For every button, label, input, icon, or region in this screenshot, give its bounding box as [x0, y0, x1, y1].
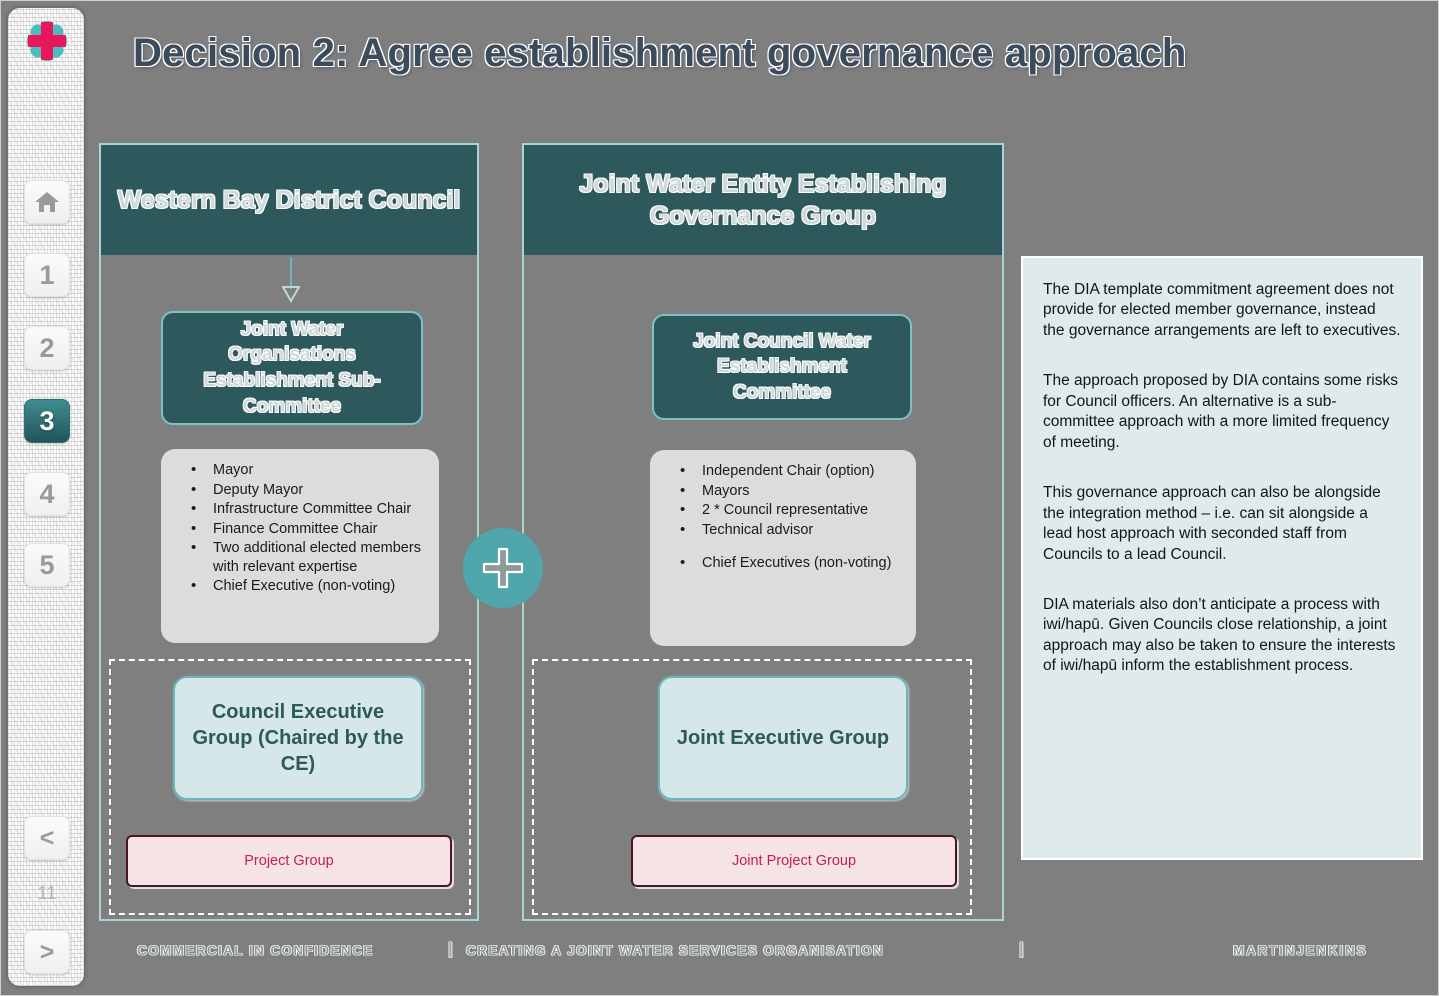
chevron-right-icon: > [39, 937, 55, 966]
sidebar-item-page-3[interactable]: 3 [24, 399, 70, 443]
membership-list-left: Mayor Deputy Mayor Infrastructure Commit… [161, 449, 439, 643]
dashed-boundary-left [109, 659, 471, 915]
note-paragraph: The DIA template commitment agreement do… [1043, 281, 1401, 339]
card-joint-project-group: Joint Project Group [631, 835, 957, 887]
card-project-group: Project Group [126, 835, 452, 887]
list-item: Independent Chair (option) [660, 461, 902, 481]
list-item: 2 * Council representative [660, 500, 902, 520]
footer-brand: MARTINJENKINS [1233, 943, 1368, 958]
footer-separator: | [1019, 939, 1024, 958]
sidebar-item-page-1[interactable]: 1 [24, 253, 70, 297]
sidebar-page-label: 4 [39, 478, 55, 509]
sidebar-item-page-2[interactable]: 2 [24, 326, 70, 370]
page-count-indicator: 11 [37, 883, 57, 903]
martinjenkins-asterisk-logo [27, 21, 67, 61]
previous-page-button[interactable]: < [24, 816, 70, 860]
card-title: Project Group [244, 853, 334, 869]
list-item: Chief Executive (non-voting) [171, 576, 425, 596]
navigation-sidebar: 1 2 3 4 5 < 11 > [8, 8, 84, 986]
dashed-boundary-right [532, 659, 972, 915]
sidebar-page-label: 5 [39, 549, 55, 580]
note-paragraph: This governance approach can also be alo… [1043, 484, 1381, 563]
home-icon [35, 192, 59, 212]
list-item: Chief Executives (non-voting) [660, 553, 902, 573]
plus-connector [463, 528, 543, 608]
footer-confidentiality: COMMERCIAL IN CONFIDENCE [137, 943, 374, 958]
list-item: Mayor [171, 460, 425, 480]
list-spacer [660, 540, 902, 553]
column-header-label: Western Bay District Council [117, 186, 461, 214]
footer-separator: | [448, 939, 453, 958]
sidebar-item-page-5[interactable]: 5 [24, 543, 70, 587]
card-joint-executive-group: Joint Executive Group [658, 676, 908, 800]
page-title: Decision 2: Agree establishment governan… [133, 31, 1187, 75]
list-item: Two additional elected members with rele… [171, 538, 425, 576]
list-item: Mayors [660, 481, 902, 501]
chevron-left-icon: < [39, 823, 55, 852]
membership-list-right: Independent Chair (option) Mayors 2 * Co… [650, 450, 916, 646]
card-title: Joint Water Organisations Establishment … [203, 318, 381, 417]
notes-panel: The DIA template commitment agreement do… [1021, 256, 1423, 860]
down-arrow-icon [282, 257, 300, 303]
list-item: Infrastructure Committee Chair [171, 499, 425, 519]
sidebar-item-home[interactable] [24, 180, 70, 224]
list-item: Finance Committee Chair [171, 519, 425, 539]
card-council-executive-group: Council Executive Group (Chaired by the … [173, 676, 423, 800]
sidebar-page-label: 2 [39, 332, 55, 363]
next-page-button[interactable]: > [24, 930, 70, 974]
list-item: Deputy Mayor [171, 480, 425, 500]
column-header-joint-water-entity: Joint Water Entity Establishing Governan… [524, 145, 1002, 255]
sidebar-page-label: 1 [39, 259, 55, 290]
card-title: Council Executive Group (Chaired by the … [192, 701, 404, 775]
plus-icon [482, 547, 524, 589]
card-title: Joint Project Group [731, 853, 857, 869]
column-header-label: Joint Water Entity Establishing Governan… [579, 170, 947, 230]
card-title: Joint Council Water Establishment Commit… [693, 330, 871, 403]
card-joint-water-organisations-sub-committee: Joint Water Organisations Establishment … [161, 311, 423, 425]
bullet-list: Mayor Deputy Mayor Infrastructure Commit… [171, 460, 425, 596]
list-item: Technical advisor [660, 520, 902, 540]
column-header-western-bay: Western Bay District Council [101, 145, 477, 255]
note-paragraph: The approach proposed by DIA contains so… [1043, 372, 1398, 451]
card-title: Joint Executive Group [676, 727, 890, 749]
column-western-bay: Western Bay District Council Joint Water… [99, 143, 479, 921]
note-paragraph: DIA materials also don’t anticipate a pr… [1043, 595, 1396, 675]
sidebar-item-page-4[interactable]: 4 [24, 472, 70, 516]
footer-document-title: CREATING A JOINT WATER SERVICES ORGANISA… [466, 943, 885, 958]
column-joint-water-entity: Joint Water Entity Establishing Governan… [522, 143, 1004, 921]
sidebar-page-label: 3 [39, 405, 55, 436]
bullet-list: Independent Chair (option) Mayors 2 * Co… [660, 461, 902, 573]
card-joint-council-water-establishment-committee: Joint Council Water Establishment Commit… [652, 314, 912, 420]
